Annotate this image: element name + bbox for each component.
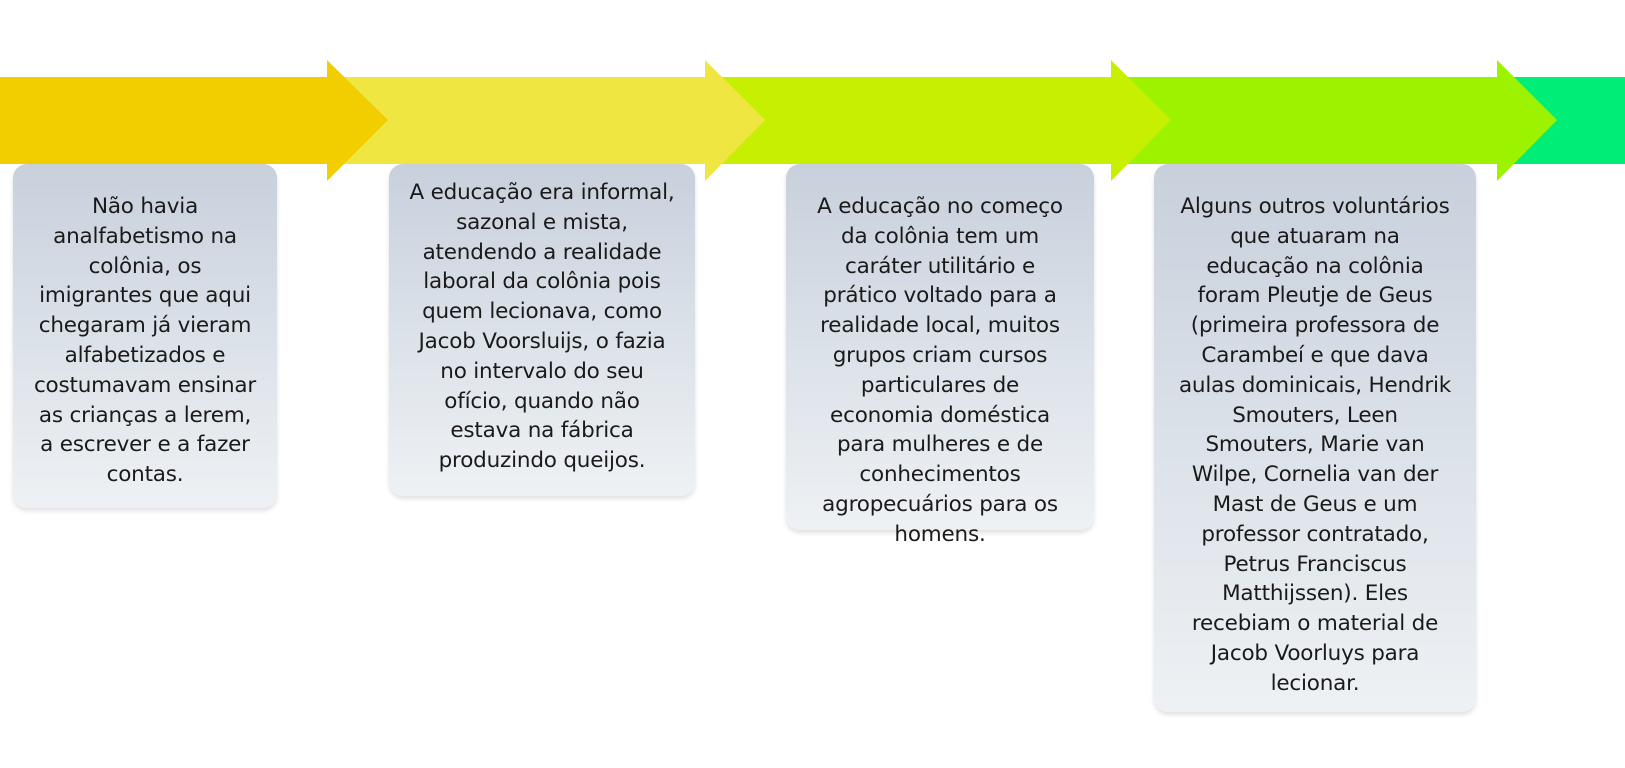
timeline-segment-2-arrow — [340, 60, 765, 181]
timeline-card-4: Alguns outros voluntários que atuaram na… — [1154, 164, 1476, 712]
timeline-card-3: A educação no começo da colônia tem um c… — [786, 164, 1094, 547]
timeline-card-1-text: Não havia analfabetismo na colônia, os i… — [33, 194, 257, 488]
timeline-card-4-text: Alguns outros voluntários que atuaram na… — [1178, 194, 1452, 696]
timeline-card-2-text: A educação era informal, sazonal e mista… — [409, 180, 675, 474]
timeline-segment-3-arrow — [720, 60, 1171, 181]
timeline-card-1: Não havia analfabetismo na colônia, os i… — [13, 164, 277, 508]
timeline-card-3-text: A educação no começo da colônia tem um c… — [817, 194, 1063, 547]
timeline-segment-4-arrow — [1115, 60, 1557, 181]
timeline-segment-1-arrow — [0, 60, 388, 181]
timeline-card-2: A educação era informal, sazonal e mista… — [389, 164, 695, 496]
timeline-arrow-band — [0, 60, 1625, 181]
